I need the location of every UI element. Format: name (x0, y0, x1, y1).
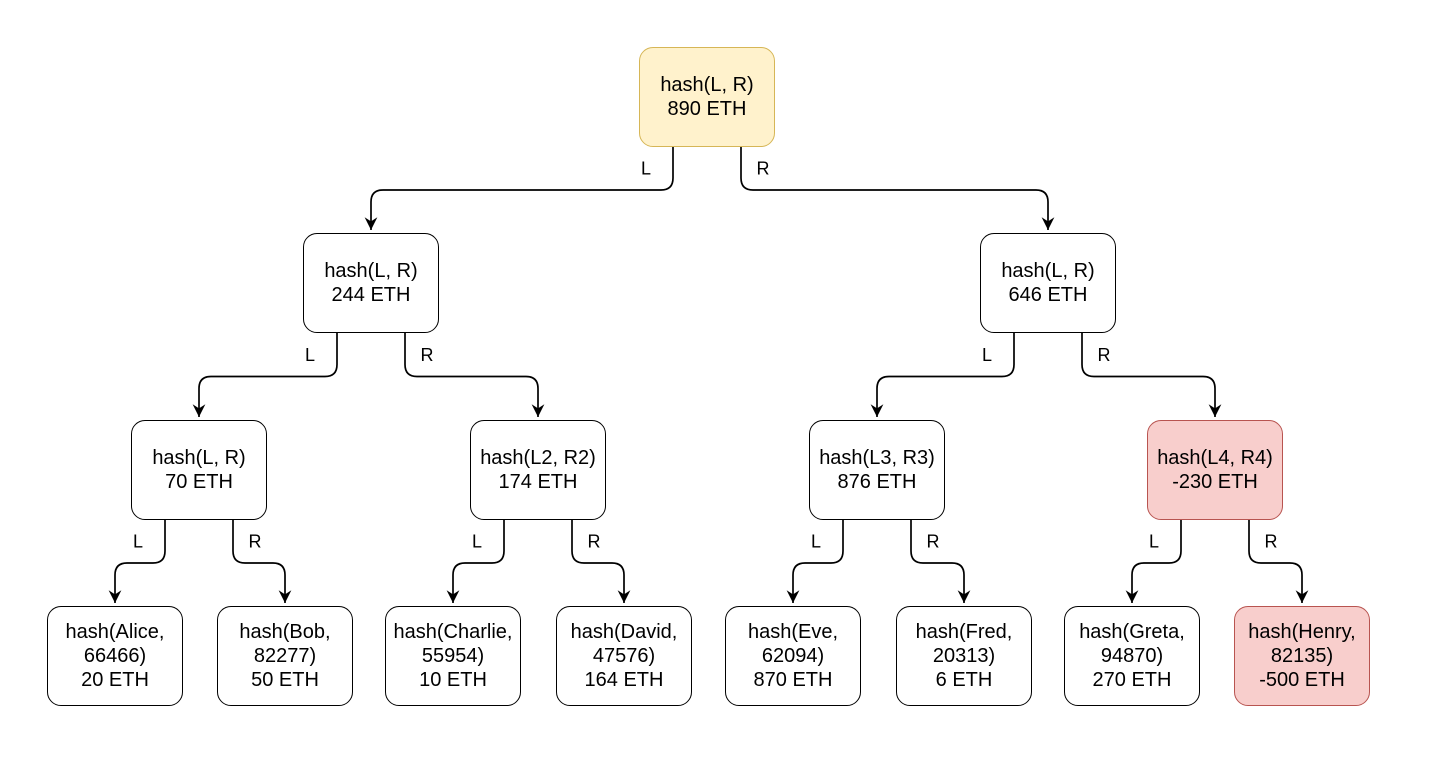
node-eth-value: 876 ETH (837, 471, 917, 493)
edge-ll-bob (232, 520, 292, 603)
edge-label-lr-charlie: L (472, 532, 482, 552)
tree-leaf-david: hash(David, 47576) 164 ETH (556, 606, 692, 706)
tree-leaf-greta: hash(Greta, 94870) 270 ETH (1064, 606, 1200, 706)
node-eth-value: 20 ETH (81, 669, 149, 691)
node-hash-label: hash(L, R) (152, 447, 246, 469)
node-hash-label: hash(L, R) (660, 74, 754, 96)
tree-leaf-henry: hash(Henry, 82135) -500 ETH (1234, 606, 1370, 706)
edge-r-rr (1081, 333, 1222, 417)
node-hash-label: hash(Alice, 66466) (65, 621, 165, 667)
node-hash-label: hash(L4, R4) (1157, 447, 1273, 469)
node-eth-value: -230 ETH (1172, 471, 1258, 493)
node-hash-label: hash(L, R) (324, 260, 418, 282)
edge-root-r (740, 147, 1055, 230)
tree-leaf-charlie: hash(Charlie, 55954) 10 ETH (385, 606, 521, 706)
tree-node-root: hash(L, R) 890 ETH (639, 47, 775, 147)
edge-label-rr-greta: L (1149, 532, 1159, 552)
edge-ll-alice (108, 520, 166, 603)
node-eth-value: 6 ETH (935, 669, 993, 691)
tree-leaf-eve: hash(Eve, 62094) 870 ETH (725, 606, 861, 706)
tree-node-rr: hash(L4, R4) -230 ETH (1147, 420, 1283, 520)
node-hash-label: hash(L3, R3) (819, 447, 935, 469)
node-eth-value: 890 ETH (667, 98, 747, 120)
node-eth-value: 70 ETH (165, 471, 233, 493)
edge-lr-charlie (446, 520, 505, 603)
node-hash-label: hash(Charlie, 55954) (393, 621, 513, 667)
node-hash-label: hash(Greta, 94870) (1079, 621, 1185, 667)
tree-node-r: hash(L, R) 646 ETH (980, 233, 1116, 333)
node-hash-label: hash(L2, R2) (480, 447, 596, 469)
tree-leaf-bob: hash(Bob, 82277) 50 ETH (217, 606, 353, 706)
node-hash-label: hash(Bob, 82277) (239, 621, 331, 667)
node-hash-label: hash(David, 47576) (570, 621, 678, 667)
node-eth-value: 870 ETH (753, 669, 833, 691)
edge-l-ll (192, 333, 338, 417)
node-eth-value: 174 ETH (498, 471, 578, 493)
edge-label-rl-eve: L (811, 532, 821, 552)
tree-node-l: hash(L, R) 244 ETH (303, 233, 439, 333)
edge-rl-eve (786, 520, 844, 603)
tree-node-lr: hash(L2, R2) 174 ETH (470, 420, 606, 520)
edge-label-l-lr: R (421, 345, 434, 365)
edge-rr-henry (1248, 520, 1309, 603)
node-hash-label: hash(Henry, 82135) (1248, 621, 1356, 667)
tree-leaf-fred: hash(Fred, 20313) 6 ETH (896, 606, 1032, 706)
edge-label-ll-alice: L (133, 532, 143, 552)
node-hash-label: hash(Fred, 20313) (915, 621, 1013, 667)
edge-rr-greta (1125, 520, 1182, 603)
node-eth-value: -500 ETH (1259, 669, 1345, 691)
edge-root-l (364, 147, 674, 230)
node-eth-value: 244 ETH (331, 284, 411, 306)
node-eth-value: 50 ETH (251, 669, 319, 691)
edge-label-r-rl: L (982, 345, 992, 365)
edge-label-lr-david: R (588, 532, 601, 552)
edge-lr-david (571, 520, 631, 603)
node-eth-value: 270 ETH (1092, 669, 1172, 691)
tree-node-ll: hash(L, R) 70 ETH (131, 420, 267, 520)
edge-label-r-rr: R (1098, 345, 1111, 365)
edge-label-ll-bob: R (249, 532, 262, 552)
edge-label-l-ll: L (305, 345, 315, 365)
node-eth-value: 164 ETH (584, 669, 664, 691)
edge-rl-fred (910, 520, 971, 603)
edge-label-root-r: R (757, 159, 770, 179)
edge-l-lr (404, 333, 545, 417)
edge-label-rr-henry: R (1265, 532, 1278, 552)
node-hash-label: hash(Eve, 62094) (747, 621, 839, 667)
tree-node-rl: hash(L3, R3) 876 ETH (809, 420, 945, 520)
edge-label-root-l: L (641, 159, 651, 179)
node-eth-value: 646 ETH (1008, 284, 1088, 306)
tree-leaf-alice: hash(Alice, 66466) 20 ETH (47, 606, 183, 706)
edge-label-rl-fred: R (927, 532, 940, 552)
edge-r-rl (870, 333, 1015, 417)
node-hash-label: hash(L, R) (1001, 260, 1095, 282)
node-eth-value: 10 ETH (419, 669, 487, 691)
